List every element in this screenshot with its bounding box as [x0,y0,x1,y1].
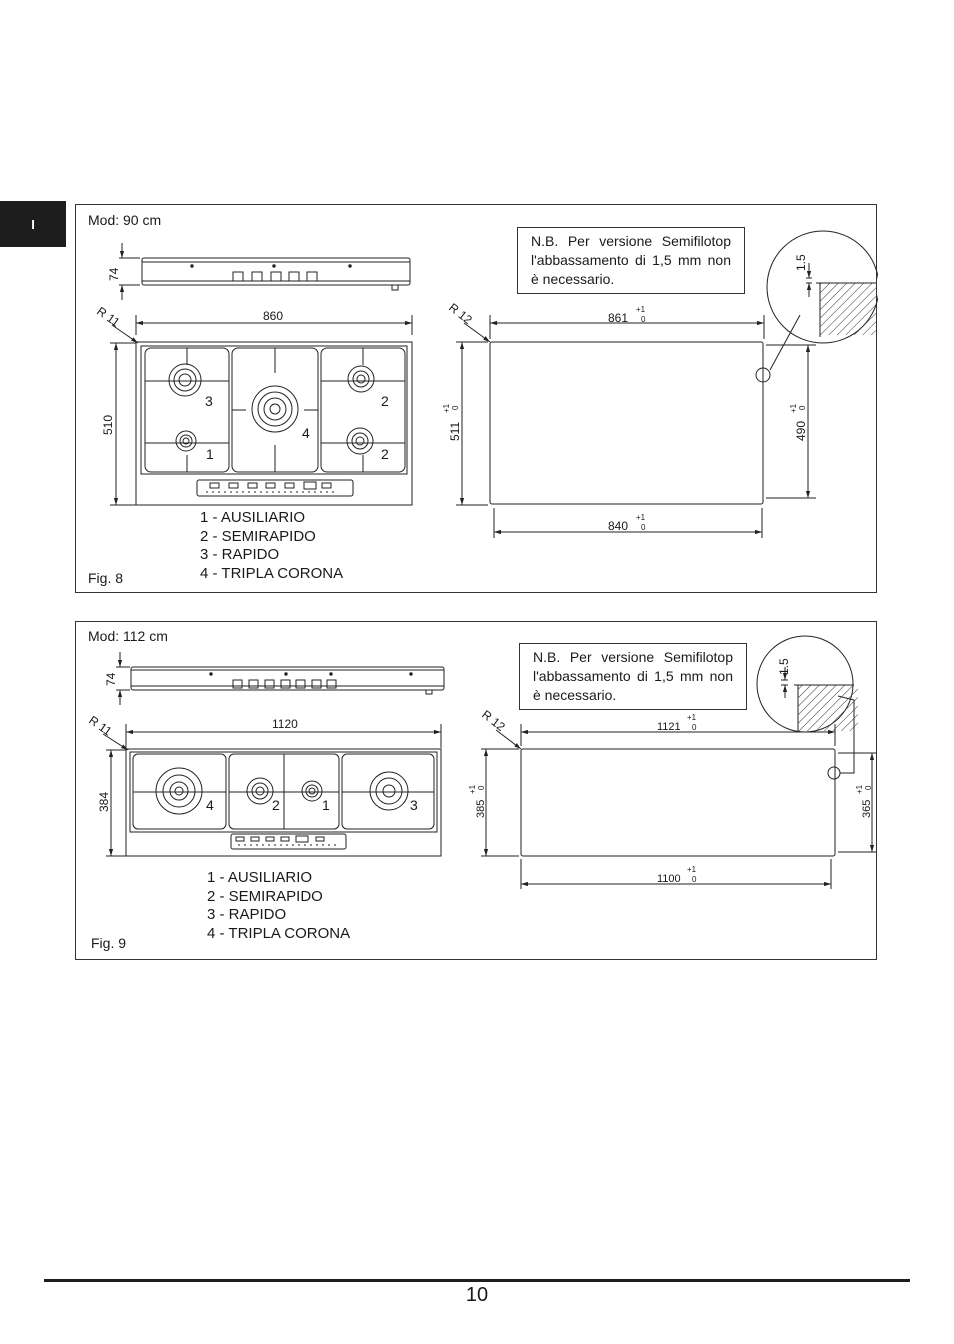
hob-top-view [125,748,442,857]
figure-8-drawing: 74 R 11 860 510 3 2 4 1 2 R 12 861 +1 0 … [94,230,878,538]
hob-width-dim: 1120 [272,717,298,731]
cutout-left-depth-dim: 511 [448,422,462,441]
legend-item: 2 - SEMIRAPIDO [200,527,316,545]
figure-9-panel: 74 R 11 1120 384 4 2 1 3 R 12 1121 +1 0 … [75,621,877,960]
hob-side-view [141,257,411,291]
burner-auxiliary [175,430,197,452]
hob-top-view [135,341,413,506]
cutout-bottom-width-dim: 1100 [657,873,681,885]
cutout-right-depth-dim: 490 [794,421,808,441]
detail-dim: 1.5 [794,254,808,271]
figure-caption: Fig. 8 [88,570,124,586]
detail-magnifier [766,230,878,344]
burner-legend: 1 - AUSILIARIO 2 - SEMIRAPIDO 3 - RAPIDO… [200,509,343,583]
cutout-left-tol-low: 0 [477,785,486,790]
burner-semirapid [346,427,374,455]
page-number: 10 [465,1284,489,1306]
legend-item: 1 - AUSILIARIO [200,509,306,526]
cutout-drawing [481,695,877,889]
hob-depth-dim: 510 [101,415,115,435]
footer-rule [44,1279,910,1282]
cutout-bottom-tol: +1 [636,513,646,522]
burner-semirapid [246,777,274,805]
legend-item: 3 - RAPIDO [207,906,287,924]
hob-side-view [130,666,445,695]
hob-radius-dim: R 11 [86,713,114,739]
burner-label-4: 4 [302,425,310,441]
cutout-right-tol-low: 0 [798,405,807,410]
cutout-top-tol-low: 0 [641,315,646,324]
cutout-top-tol: +1 [687,713,697,722]
hob-height-dim: 74 [104,672,118,686]
cutout-radius-dim: R 12 [479,707,508,734]
cutout-top-width-dim: 861 [608,311,628,325]
language-tab: I [0,201,66,247]
hob-height-dim: 74 [107,267,121,281]
burner-label-2: 2 [381,446,389,462]
installation-note: N.B. Per versione Semifilotop l'abbassam… [519,643,747,710]
burner-label-2: 2 [381,393,389,409]
model-label: Mod: 90 cm [88,212,162,228]
cutout-left-tol: +1 [442,403,451,413]
cutout-right-depth-dim: 365 [861,800,873,818]
burner-triple-crown [155,767,203,815]
cutout-drawing [456,314,816,538]
control-panel [230,833,347,850]
figure-caption: Fig. 9 [91,935,127,951]
cutout-top-width-dim: 1121 [657,721,681,733]
legend-item: 1 - AUSILIARIO [207,869,313,886]
burner-label-1: 1 [206,446,214,462]
burner-rapid [369,771,409,811]
cutout-bottom-tol-low: 0 [692,875,697,884]
burner-semirapid [347,365,375,393]
cutout-radius-dim: R 12 [446,300,475,327]
hob-depth-dim: 384 [97,792,111,812]
burner-auxiliary [301,780,323,802]
burner-triple-crown [251,385,299,433]
cutout-bottom-tol: +1 [687,865,697,874]
cutout-left-tol-low: 0 [451,405,460,410]
hob-radius-dim: R 11 [94,304,122,330]
burner-label-3: 3 [205,393,213,409]
cutout-right-tol: +1 [789,403,798,413]
legend-item: 2 - SEMIRAPIDO [207,887,323,905]
burner-label-1: 1 [322,797,330,813]
cutout-right-tol: +1 [855,784,864,794]
legend-item: 3 - RAPIDO [200,546,280,564]
cutout-bottom-tol-low: 0 [641,523,646,532]
detail-dim: 1.5 [777,658,791,675]
model-label: Mod: 112 cm [88,628,168,644]
legend-item: 4 - TRIPLA CORONA [207,924,351,942]
burner-label-4: 4 [206,797,214,813]
figure-9-drawing: 74 R 11 1120 384 4 2 1 3 R 12 1121 +1 0 … [86,635,877,889]
burner-label-3: 3 [410,797,418,813]
control-panel [196,479,354,497]
cutout-top-tol: +1 [636,305,646,314]
detail-magnifier [756,635,858,733]
cutout-bottom-width-dim: 840 [608,519,628,533]
legend-item: 4 - TRIPLA CORONA [200,564,344,582]
figure-8-panel: 74 R 11 860 510 3 2 4 1 2 R 12 861 +1 0 … [75,204,878,593]
burner-label-2: 2 [272,797,280,813]
cutout-left-depth-dim: 385 [475,800,487,818]
hob-width-dim: 860 [263,309,283,323]
cutout-left-tol: +1 [468,784,477,794]
cutout-right-tol-low: 0 [864,785,873,790]
burner-rapid [168,363,202,397]
cutout-top-tol-low: 0 [692,723,697,732]
installation-note: N.B. Per versione Semifilotop l'abbassam… [517,227,745,294]
burner-legend: 1 - AUSILIARIO 2 - SEMIRAPIDO 3 - RAPIDO… [207,869,350,943]
